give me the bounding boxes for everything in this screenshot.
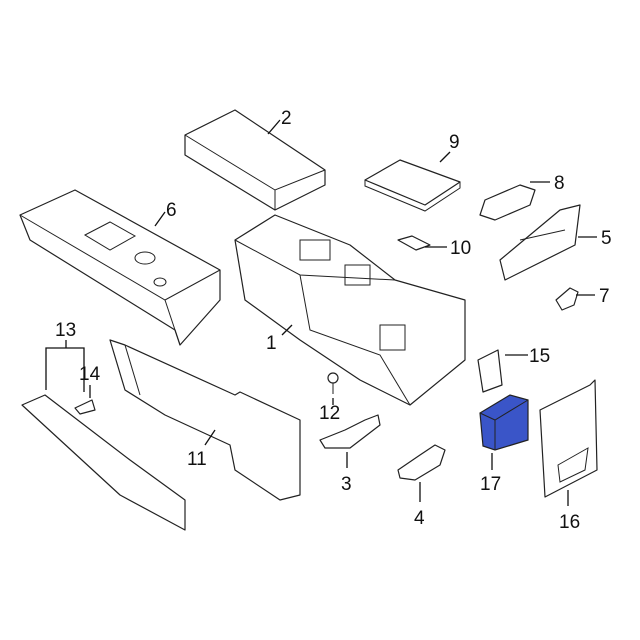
part-16[interactable]: [539, 379, 598, 498]
part-5[interactable]: [499, 204, 581, 281]
part-12[interactable]: [327, 372, 339, 394]
part-8[interactable]: [479, 184, 536, 221]
callout-8: 8: [554, 173, 565, 194]
callout-4: 4: [414, 508, 425, 529]
callout-11: 11: [187, 449, 207, 470]
callout-16: 16: [559, 512, 580, 533]
part-4[interactable]: [397, 444, 446, 481]
callout-3: 3: [341, 474, 352, 495]
callout-12: 12: [319, 403, 340, 424]
part-9[interactable]: [364, 159, 461, 212]
part-3[interactable]: [319, 414, 381, 449]
callout-14: 14: [79, 364, 101, 385]
leader-lines: [45, 119, 597, 506]
part-15[interactable]: [477, 349, 503, 393]
callout-labels: 2 9 8 6 5 10 7 1 15 13 14 12 11 3 17 4 1…: [55, 108, 612, 533]
part-6[interactable]: [19, 189, 221, 346]
part-11[interactable]: [109, 339, 301, 501]
part-14[interactable]: [74, 399, 96, 415]
callout-13: 13: [55, 320, 76, 341]
part-13[interactable]: [21, 394, 186, 531]
callout-17: 17: [480, 474, 501, 495]
part-7[interactable]: [555, 287, 579, 311]
callout-9: 9: [449, 132, 460, 153]
part-10[interactable]: [397, 235, 431, 251]
callout-1: 1: [266, 333, 277, 354]
part-17-highlighted[interactable]: [479, 394, 529, 451]
callout-6: 6: [166, 200, 177, 221]
part-2[interactable]: [184, 109, 326, 211]
part-1[interactable]: [234, 214, 466, 406]
callout-15: 15: [529, 346, 550, 367]
callout-10: 10: [450, 238, 471, 259]
callout-2: 2: [281, 108, 292, 129]
callout-7: 7: [599, 286, 610, 307]
callout-5: 5: [601, 228, 612, 249]
